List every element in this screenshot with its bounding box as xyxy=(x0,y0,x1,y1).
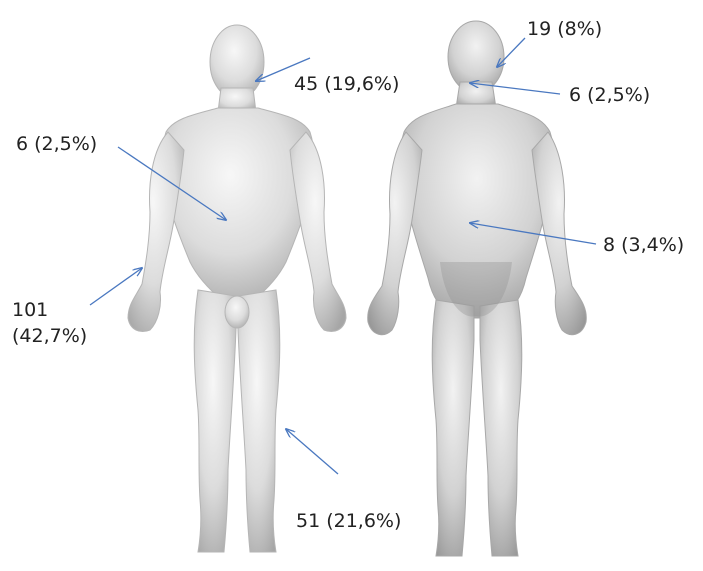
front-body-figure xyxy=(128,25,346,552)
front-torso xyxy=(162,108,314,300)
label-trunk-front: 6 (2,5%) xyxy=(16,131,97,157)
label-hands: 101 (42,7%) xyxy=(12,297,87,349)
front-right-leg xyxy=(238,290,280,552)
back-body-figure xyxy=(368,21,587,556)
label-hands-percent: (42,7%) xyxy=(12,323,87,349)
back-right-arm xyxy=(532,132,586,335)
front-left-arm xyxy=(128,132,184,332)
label-neck-back: 6 (2,5%) xyxy=(569,82,650,108)
label-face: 45 (19,6%) xyxy=(294,71,399,97)
label-trunk-back: 8 (3,4%) xyxy=(603,232,684,258)
back-left-arm xyxy=(368,132,422,335)
label-head-back: 19 (8%) xyxy=(527,16,602,42)
front-groin xyxy=(225,296,249,328)
label-legs: 51 (21,6%) xyxy=(296,508,401,534)
front-left-leg xyxy=(194,290,236,552)
label-hands-count: 101 xyxy=(12,297,87,323)
back-right-leg xyxy=(480,300,522,556)
back-left-leg xyxy=(432,300,474,556)
arrow-legs xyxy=(286,429,338,474)
